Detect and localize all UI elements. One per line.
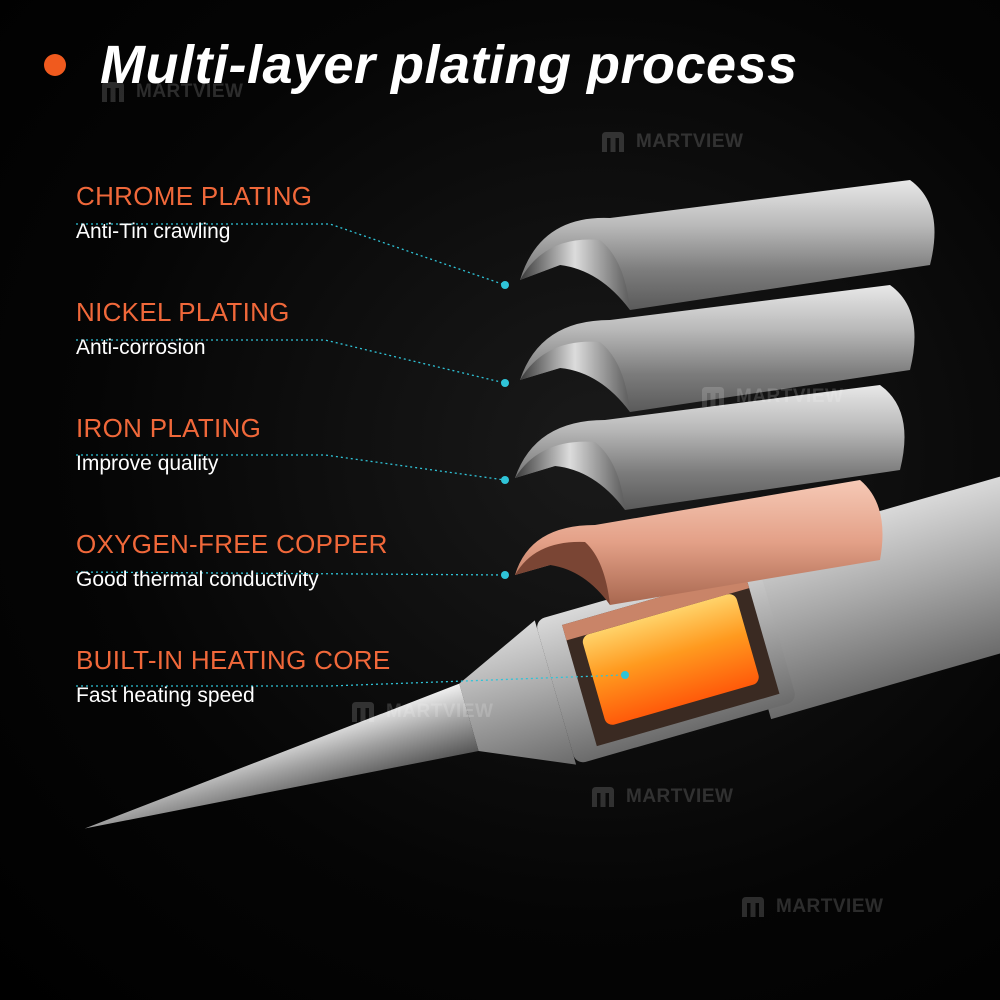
leader-lines (75, 223, 626, 687)
tip-body (84, 464, 1000, 829)
layer-copper-shell (515, 480, 883, 605)
m-logo-icon (592, 787, 614, 807)
m-logo-icon (702, 387, 724, 407)
layer-desc: Anti-corrosion (76, 336, 206, 359)
m-logo-icon (102, 82, 124, 102)
watermark-text: MARTVIEW (636, 131, 744, 152)
m-logo-icon (352, 702, 374, 722)
title-row: Multi-layer plating process (44, 30, 798, 100)
m-logo-icon (602, 132, 624, 152)
watermark-text: MARTVIEW (136, 81, 244, 102)
watermark-text: MARTVIEW (776, 896, 884, 917)
layer-label-heating-core: BUILT-IN HEATING CORE Fast heating speed (76, 645, 390, 709)
watermark: MARTVIEW (740, 895, 883, 919)
bullet-dot-icon (44, 54, 66, 76)
layer-desc: Good thermal conductivity (76, 568, 319, 591)
layer-name: IRON PLATING (76, 413, 262, 443)
layer-label-chrome: CHROME PLATING Anti-Tin crawling (76, 181, 312, 245)
layer-label-nickel: NICKEL PLATING Anti-corrosion (76, 297, 290, 361)
watermark: MARTVIEW (350, 700, 493, 724)
watermark: MARTVIEW (600, 130, 743, 154)
watermark: MARTVIEW (590, 785, 733, 809)
leader-dots (501, 281, 629, 679)
layer-name: BUILT-IN HEATING CORE (76, 645, 391, 675)
page-title: Multi-layer plating process (100, 35, 798, 95)
layer-nickel-shell (520, 285, 915, 412)
layer-name: OXYGEN-FREE COPPER (76, 529, 388, 559)
layer-label-iron: IRON PLATING Improve quality (76, 413, 261, 477)
layer-label-copper: OXYGEN-FREE COPPER Good thermal conducti… (76, 529, 388, 593)
m-logo-icon (742, 897, 764, 917)
watermark: MARTVIEW (700, 385, 843, 409)
layer-chrome-shell (520, 180, 935, 310)
layer-desc: Fast heating speed (76, 684, 255, 707)
layer-iron-shell (515, 385, 905, 510)
layer-desc: Anti-Tin crawling (76, 220, 231, 243)
layer-desc: Improve quality (76, 452, 219, 475)
watermark-text: MARTVIEW (386, 701, 494, 722)
layer-name: CHROME PLATING (76, 181, 313, 211)
watermark-text: MARTVIEW (626, 786, 734, 807)
watermark: MARTVIEW (100, 80, 243, 104)
layer-name: NICKEL PLATING (76, 297, 290, 327)
watermark-text: MARTVIEW (736, 386, 844, 407)
